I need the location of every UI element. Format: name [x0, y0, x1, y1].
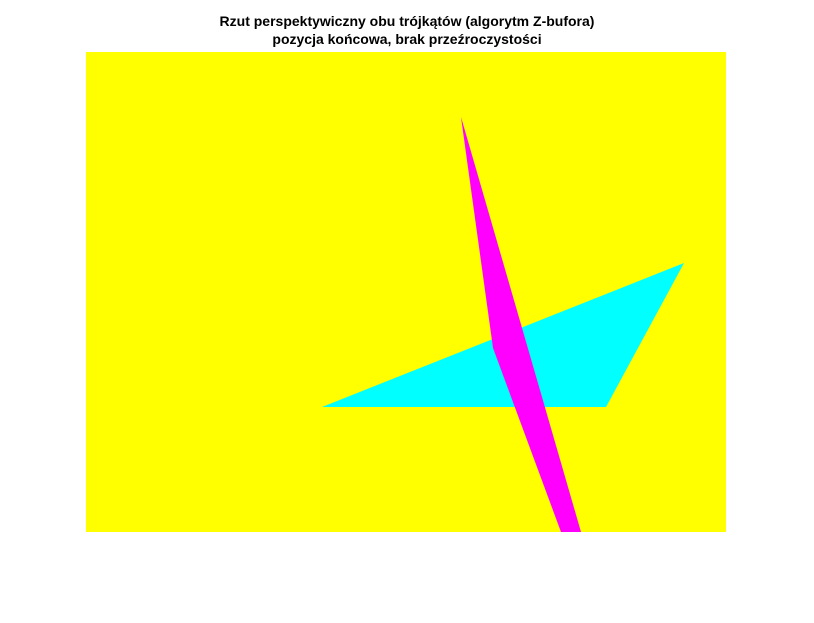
figure-title-line-2: pozycja końcowa, brak przeźroczystości: [272, 31, 542, 47]
magenta-triangle: [461, 117, 581, 532]
figure-title-line-1: Rzut perspektywiczny obu trójkątów (algo…: [219, 13, 595, 29]
figure-title: Rzut perspektywiczny obu trójkątów (algo…: [0, 12, 814, 48]
